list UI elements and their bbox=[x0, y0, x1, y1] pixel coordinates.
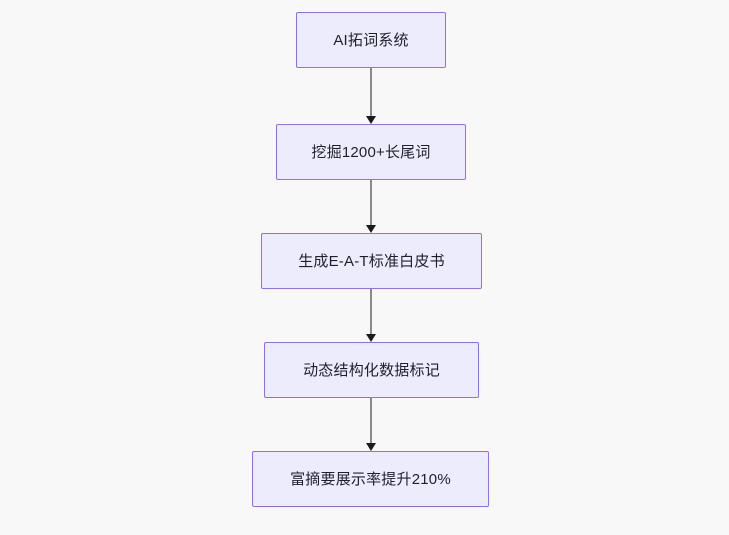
flow-node-3-label: 生成E-A-T标准白皮书 bbox=[298, 252, 445, 270]
flow-node-4[interactable]: 动态结构化数据标记 bbox=[264, 342, 479, 398]
flow-node-2-label: 挖掘1200+长尾词 bbox=[311, 143, 431, 161]
flow-edge-4-arrowhead bbox=[366, 443, 376, 451]
flow-node-5-label: 富摘要展示率提升210% bbox=[290, 470, 451, 488]
flow-edge-3-line bbox=[370, 289, 372, 334]
flow-edge-2-line bbox=[370, 180, 372, 225]
flow-edge-1-line bbox=[370, 68, 372, 116]
flow-node-3[interactable]: 生成E-A-T标准白皮书 bbox=[261, 233, 482, 289]
flow-node-1-label: AI拓词系统 bbox=[333, 31, 409, 49]
flow-edge-1-arrowhead bbox=[366, 116, 376, 124]
flow-edge-3-arrowhead bbox=[366, 334, 376, 342]
flow-node-2[interactable]: 挖掘1200+长尾词 bbox=[276, 124, 466, 180]
flow-node-4-label: 动态结构化数据标记 bbox=[303, 361, 440, 379]
flow-edge-4-line bbox=[370, 398, 372, 443]
flow-node-5[interactable]: 富摘要展示率提升210% bbox=[252, 451, 489, 507]
flow-edge-2-arrowhead bbox=[366, 225, 376, 233]
flow-node-1[interactable]: AI拓词系统 bbox=[296, 12, 446, 68]
